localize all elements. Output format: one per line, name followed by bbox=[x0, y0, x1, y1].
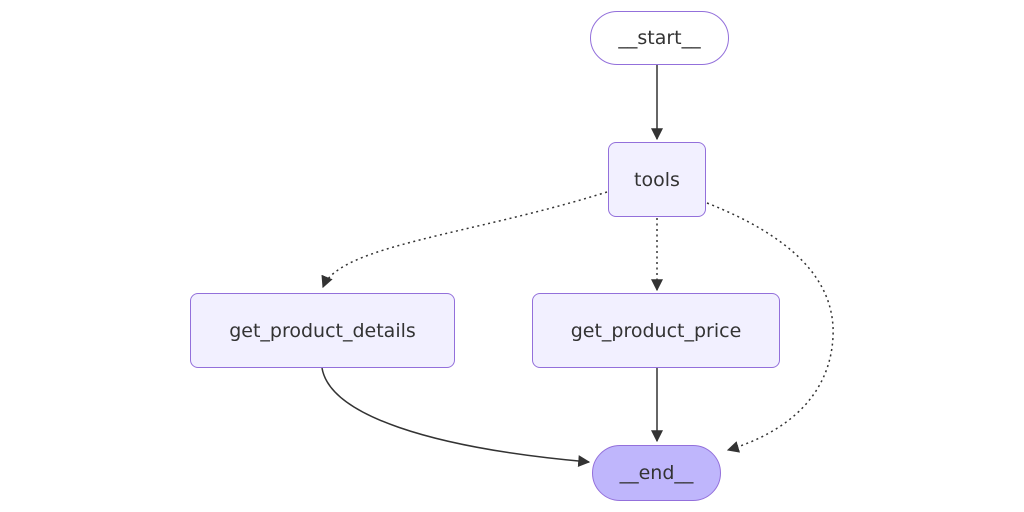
node-get-product-price: get_product_price bbox=[532, 293, 780, 368]
node-get-product-price-label: get_product_price bbox=[570, 319, 742, 342]
node-start-label: __start__ bbox=[618, 27, 701, 49]
node-end-label: __end__ bbox=[619, 462, 694, 484]
edge-tools-to-get-product-details bbox=[321, 191, 608, 289]
node-get-product-details-label: get_product_details bbox=[229, 319, 416, 342]
node-start: __start__ bbox=[590, 11, 729, 65]
node-end: __end__ bbox=[592, 445, 721, 501]
node-tools-label: tools bbox=[634, 168, 680, 191]
node-get-product-details: get_product_details bbox=[190, 293, 455, 368]
node-tools: tools bbox=[608, 142, 706, 217]
edge-get-product-details-to-end bbox=[321, 367, 591, 468]
